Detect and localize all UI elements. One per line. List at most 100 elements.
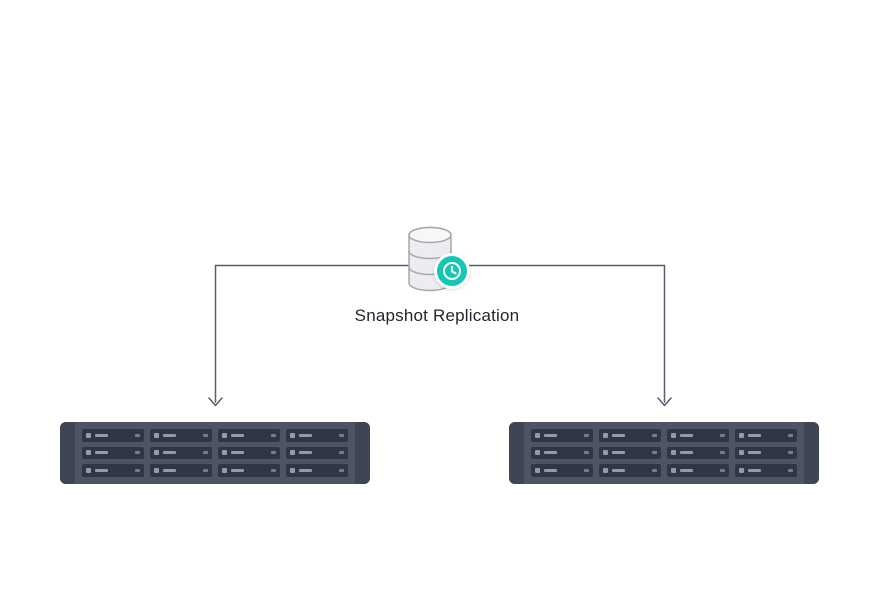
drive-led [603,468,608,474]
drive-handle [584,433,589,437]
snapshot-clock-badge [434,253,470,289]
drive-led [222,468,227,474]
drive-slot [299,451,312,455]
drive-bay [667,429,729,442]
server-left-rail-right [355,422,370,484]
drive-handle [720,451,725,455]
drive-handle [584,469,589,473]
drive-bay [599,446,661,460]
drive-slot [612,433,625,437]
drive-handle [339,469,344,473]
drive-led [671,468,676,474]
diagram-label: Snapshot Replication [354,306,520,325]
drive-bay [531,464,593,477]
drive-led [535,432,540,438]
drive-slot [163,433,176,437]
drive-bay [599,464,661,477]
drive-handle [788,451,793,455]
drive-handle [584,451,589,455]
drive-led [290,432,295,438]
server-right [509,422,819,484]
drive-bay [286,464,348,477]
drive-led [739,450,744,456]
drive-led [222,432,227,438]
drive-slot [299,433,312,437]
server-left-rail-left [60,422,75,484]
drive-bay [667,446,729,460]
drive-slot [95,451,108,455]
drive-led [671,450,676,456]
drive-slot [231,433,244,437]
drive-led [290,468,295,474]
drive-led [535,450,540,456]
drive-bay [150,464,212,477]
drive-bay [599,429,661,442]
drive-bay [82,446,144,460]
drive-slot [680,469,693,473]
drive-handle [135,433,140,437]
drive-bay [218,429,280,442]
server-right-rail-left [509,422,524,484]
drive-bay [531,446,593,460]
drive-led [603,432,608,438]
server-right-rail-right [804,422,819,484]
drive-led [154,432,159,438]
drive-handle [652,451,657,455]
drive-handle [203,469,208,473]
server-right-drive-bays [531,429,797,477]
drive-slot [544,433,557,437]
drive-led [222,450,227,456]
drive-slot [231,469,244,473]
drive-bay [218,446,280,460]
drive-handle [652,433,657,437]
drive-slot [95,433,108,437]
drive-handle [203,451,208,455]
drive-handle [720,433,725,437]
drive-handle [271,451,276,455]
drive-bay [667,464,729,477]
drive-handle [788,469,793,473]
drive-slot [163,469,176,473]
drive-handle [203,433,208,437]
drive-slot [748,469,761,473]
drive-slot [748,433,761,437]
drive-handle [788,433,793,437]
drive-slot [544,469,557,473]
drive-led [739,468,744,474]
drive-handle [339,451,344,455]
drive-slot [680,451,693,455]
drive-handle [720,469,725,473]
drive-led [86,468,91,474]
drive-handle [135,469,140,473]
drive-handle [135,451,140,455]
drive-slot [612,451,625,455]
drive-bay [531,429,593,442]
drive-led [154,450,159,456]
drive-led [86,450,91,456]
drive-led [86,432,91,438]
drive-slot [95,469,108,473]
drive-bay [735,464,797,477]
source-database [406,225,478,303]
drive-bay [218,464,280,477]
drive-bay [150,429,212,442]
drive-bay [150,446,212,460]
drive-slot [299,469,312,473]
drive-slot [612,469,625,473]
drive-bay [735,446,797,460]
drive-handle [652,469,657,473]
drive-bay [735,429,797,442]
drive-led [154,468,159,474]
drive-slot [680,433,693,437]
drive-handle [271,469,276,473]
drive-handle [339,433,344,437]
drive-led [671,432,676,438]
drive-bay [286,446,348,460]
drive-bay [82,464,144,477]
server-left-drive-bays [82,429,348,477]
drive-led [290,450,295,456]
drive-slot [231,451,244,455]
drive-led [739,432,744,438]
clock-icon [443,262,461,280]
